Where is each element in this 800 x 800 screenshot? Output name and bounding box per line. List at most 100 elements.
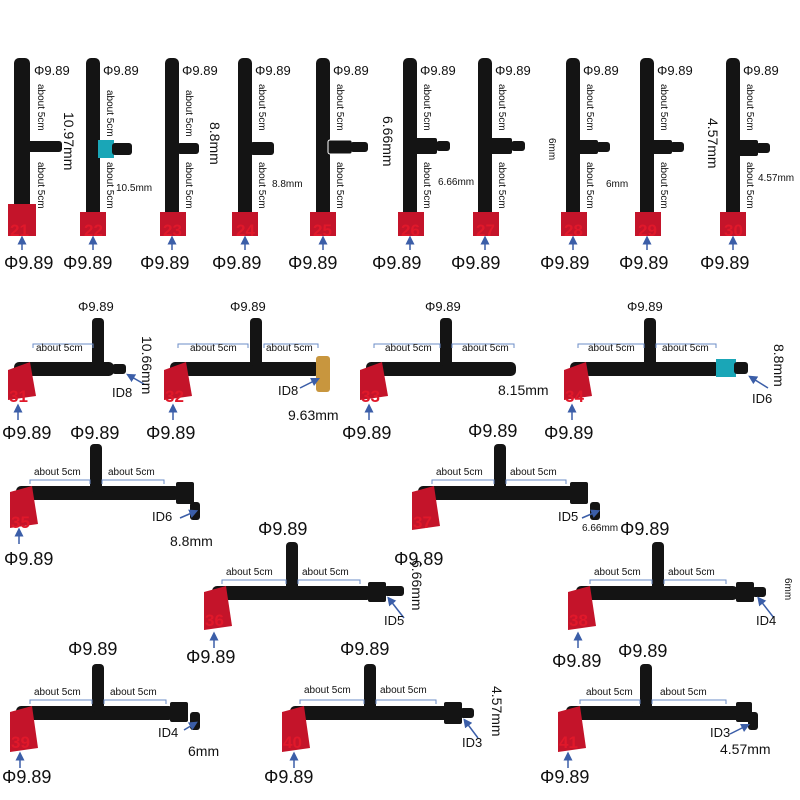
about-label: about 5cm: [496, 162, 507, 209]
dimension-label: 8.8mm: [771, 344, 787, 387]
about-label: about 5cm: [35, 84, 46, 131]
about-label: about 5cm: [588, 343, 635, 354]
item-number: 38: [569, 611, 588, 630]
item-number: 31: [9, 387, 28, 406]
about-label: about 5cm: [226, 567, 273, 578]
about-label: about 5cm: [256, 162, 267, 209]
phi-label: Φ9.89: [78, 299, 114, 314]
about-label: about 5cm: [256, 84, 267, 131]
tee-41: [558, 664, 758, 768]
about-label: about 5cm: [658, 162, 669, 209]
about-label: about 5cm: [421, 84, 432, 131]
about-label: about 5cm: [304, 685, 351, 696]
about-label: about 5cm: [380, 685, 427, 696]
tee-22: [80, 58, 132, 236]
tee-34: [564, 318, 748, 420]
tee-28: [561, 58, 610, 236]
item-number: 34: [565, 387, 584, 406]
phi-label: Φ9.89: [264, 767, 314, 787]
phi-label: Φ9.89: [618, 641, 668, 661]
dimension-label: 6.66mm: [582, 523, 619, 534]
item-number: 33: [361, 387, 380, 406]
item-number: 41: [559, 733, 578, 752]
item-number: 26: [401, 221, 420, 240]
phi-label: Φ9.89: [4, 253, 54, 273]
phi-label: Φ9.89: [2, 767, 52, 787]
id-label: ID3: [462, 735, 483, 750]
phi-label: Φ9.89: [146, 423, 196, 443]
phi-label: Φ9.89: [468, 421, 518, 441]
phi-label: Φ9.89: [657, 63, 693, 78]
phi-label: Φ9.89: [63, 253, 113, 273]
about-label: about 5cm: [334, 84, 345, 131]
about-label: about 5cm: [35, 162, 46, 209]
id-label: ID4: [158, 725, 179, 740]
tee-24: [232, 58, 274, 236]
phi-label: Φ9.89: [340, 639, 390, 659]
about-label: about 5cm: [668, 567, 715, 578]
about-label: about 5cm: [104, 162, 115, 209]
about-label: about 5cm: [34, 467, 81, 478]
about-label: about 5cm: [36, 343, 83, 354]
dimension-label: 6.66mm: [438, 177, 475, 188]
tee-32: [164, 318, 330, 420]
dimension-label: 4.57mm: [758, 173, 795, 184]
dimension-label: 4.57mm: [489, 686, 505, 737]
tee-40: [282, 664, 474, 768]
phi-label: Φ9.89: [212, 253, 262, 273]
id-label: ID6: [152, 509, 173, 524]
phi-label: Φ9.89: [420, 63, 456, 78]
phi-label: Φ9.89: [372, 253, 422, 273]
tee-25: [310, 58, 368, 236]
item-number: 36: [205, 611, 224, 630]
phi-label: Φ9.89: [230, 299, 266, 314]
about-label: about 5cm: [586, 687, 633, 698]
item-number: 22: [84, 221, 103, 240]
about-label: about 5cm: [510, 467, 557, 478]
id-label: ID4: [756, 613, 777, 628]
dimension-label: 10.5mm: [116, 183, 153, 194]
tee-37: [412, 444, 600, 530]
about-label: about 5cm: [183, 90, 194, 137]
dimension-label: 6.66mm: [409, 560, 425, 611]
phi-label: Φ9.89: [2, 423, 52, 443]
id-label: ID8: [278, 383, 299, 398]
horizontal-tee-group: [8, 318, 766, 768]
item-number: 29: [638, 221, 657, 240]
about-label: about 5cm: [744, 84, 755, 131]
phi-label: Φ9.89: [495, 63, 531, 78]
item-number: 40: [283, 733, 302, 752]
about-label: about 5cm: [302, 567, 349, 578]
about-label: about 5cm: [660, 687, 707, 698]
about-label: about 5cm: [183, 162, 194, 209]
phi-label: Φ9.89: [619, 253, 669, 273]
tee-35: [10, 444, 200, 544]
phi-label: Φ9.89: [425, 299, 461, 314]
phi-label: Φ9.89: [255, 63, 291, 78]
tee-36: [204, 542, 404, 648]
tee-21: [8, 58, 62, 236]
tee-27: [473, 58, 525, 236]
dimension-label: 6mm: [782, 578, 793, 601]
tee-31: [8, 318, 126, 420]
dimension-label: 10.97mm: [61, 112, 77, 171]
phi-label: Φ9.89: [552, 651, 602, 671]
item-number: 39: [11, 733, 30, 752]
about-label: about 5cm: [34, 687, 81, 698]
item-number: 28: [564, 221, 583, 240]
item-number: 35: [11, 513, 30, 532]
phi-label: Φ9.89: [186, 647, 236, 667]
phi-label: Φ9.89: [627, 299, 663, 314]
item-number: 21: [10, 221, 29, 240]
tee-23: [160, 58, 199, 236]
about-label: about 5cm: [266, 343, 313, 354]
dimension-label: 6mm: [546, 138, 557, 161]
tee-30: [720, 58, 770, 236]
about-label: about 5cm: [496, 84, 507, 131]
phi-label: Φ9.89: [700, 253, 750, 273]
about-label: about 5cm: [744, 162, 755, 209]
tee-39: [10, 664, 200, 768]
phi-label: Φ9.89: [451, 253, 501, 273]
dimension-label: 6mm: [188, 743, 220, 759]
dimension-label: 10.66mm: [139, 336, 155, 395]
